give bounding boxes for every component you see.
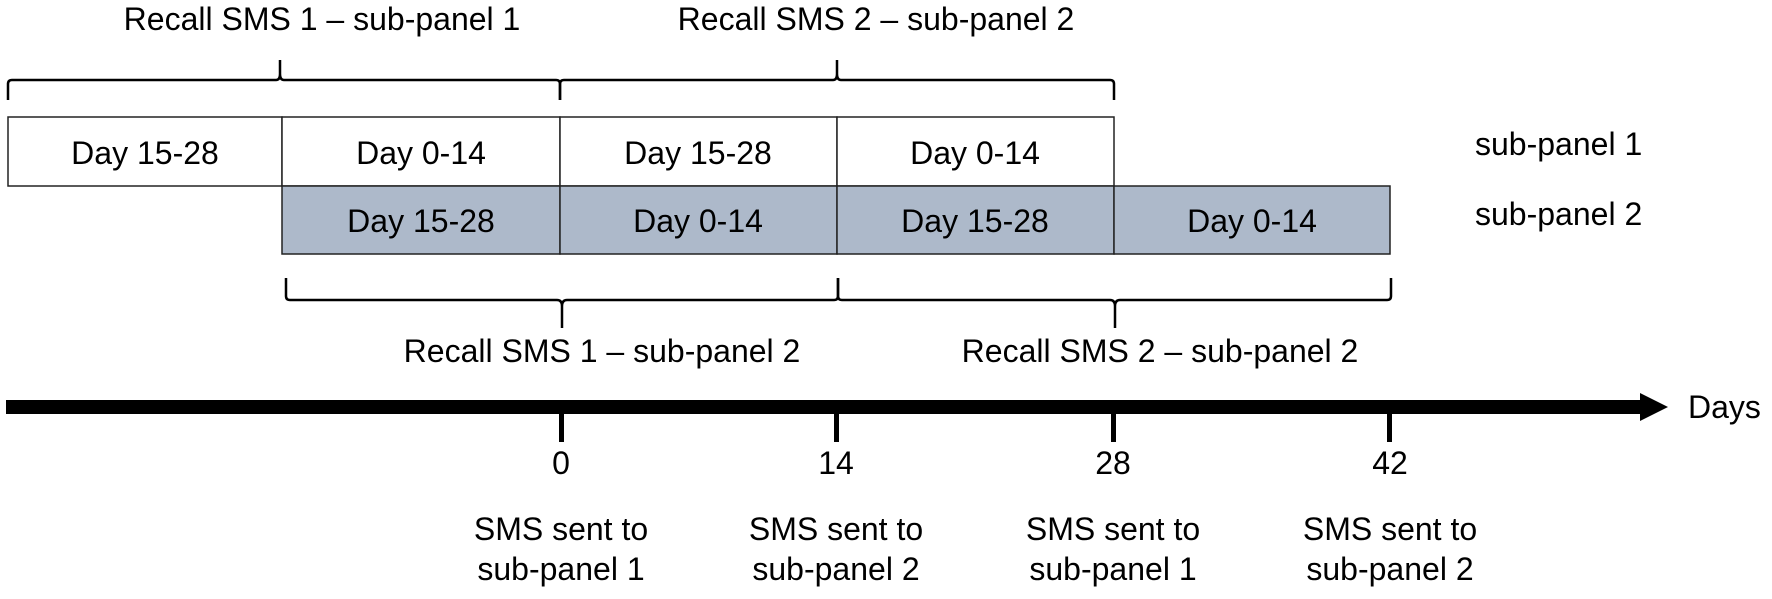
tick-mark-0 — [559, 407, 564, 442]
recall-brace-bottom-2 — [836, 278, 1393, 328]
sub-panel-1-cell-3-label: Day 15-28 — [624, 135, 772, 171]
row-label-sub-panel-2: sub-panel 2 — [1475, 196, 1642, 232]
sms-note-42-line-2: sub-panel 2 — [1306, 551, 1473, 587]
sms-note-0-line-1: SMS sent to — [474, 511, 648, 547]
sub-panel-2-cell-2-label: Day 0-14 — [633, 203, 763, 239]
sub-panel-1-cell-1-label: Day 15-28 — [71, 135, 219, 171]
recall-brace-bottom-1 — [284, 278, 840, 328]
tick-mark-28 — [1111, 407, 1116, 442]
sub-panel-1-cell-4 — [836, 116, 1115, 187]
sub-panel-2-cell-1 — [281, 185, 561, 255]
recall-label-bottom-1: Recall SMS 1 – sub-panel 2 — [404, 333, 801, 369]
sub-panel-2-cell-4 — [1113, 185, 1391, 255]
sub-panel-1-cell-2 — [281, 116, 561, 187]
sub-panel-1-cell-4-label: Day 0-14 — [910, 135, 1040, 171]
timeline-arrow-head — [1640, 393, 1668, 421]
recall-brace-top-2 — [558, 60, 1116, 100]
row-label-sub-panel-1: sub-panel 1 — [1475, 126, 1642, 162]
sms-note-0-line-2: sub-panel 1 — [477, 551, 644, 587]
tick-label-14: 14 — [818, 445, 854, 481]
sms-note-28-line-1: SMS sent to — [1026, 511, 1200, 547]
tick-label-42: 42 — [1372, 445, 1408, 481]
sub-panel-1-cell-2-label: Day 0-14 — [356, 135, 486, 171]
sub-panel-1-cell-1 — [7, 116, 283, 187]
sms-note-28-line-2: sub-panel 1 — [1029, 551, 1196, 587]
sub-panel-2-cell-3-label: Day 15-28 — [901, 203, 1049, 239]
recall-brace-top-1 — [6, 60, 562, 100]
sub-panel-2-cell-4-label: Day 0-14 — [1187, 203, 1317, 239]
sms-note-14-line-2: sub-panel 2 — [752, 551, 919, 587]
sub-panel-2-cell-1-label: Day 15-28 — [347, 203, 495, 239]
sms-note-42-line-1: SMS sent to — [1303, 511, 1477, 547]
recall-label-top-1: Recall SMS 1 – sub-panel 1 — [124, 1, 521, 37]
sub-panel-1-cell-3 — [559, 116, 838, 187]
recall-label-top-2: Recall SMS 2 – sub-panel 2 — [678, 1, 1075, 37]
axis-label-days: Days — [1688, 389, 1761, 425]
timeline-bar — [6, 400, 1642, 414]
tick-label-0: 0 — [552, 445, 570, 481]
tick-mark-14 — [834, 407, 839, 442]
recall-label-bottom-2: Recall SMS 2 – sub-panel 2 — [962, 333, 1359, 369]
sub-panel-2-cell-2 — [559, 185, 838, 255]
sms-note-14-line-1: SMS sent to — [749, 511, 923, 547]
tick-label-28: 28 — [1095, 445, 1131, 481]
sub-panel-2-cell-3 — [836, 185, 1115, 255]
tick-mark-42 — [1387, 407, 1392, 442]
